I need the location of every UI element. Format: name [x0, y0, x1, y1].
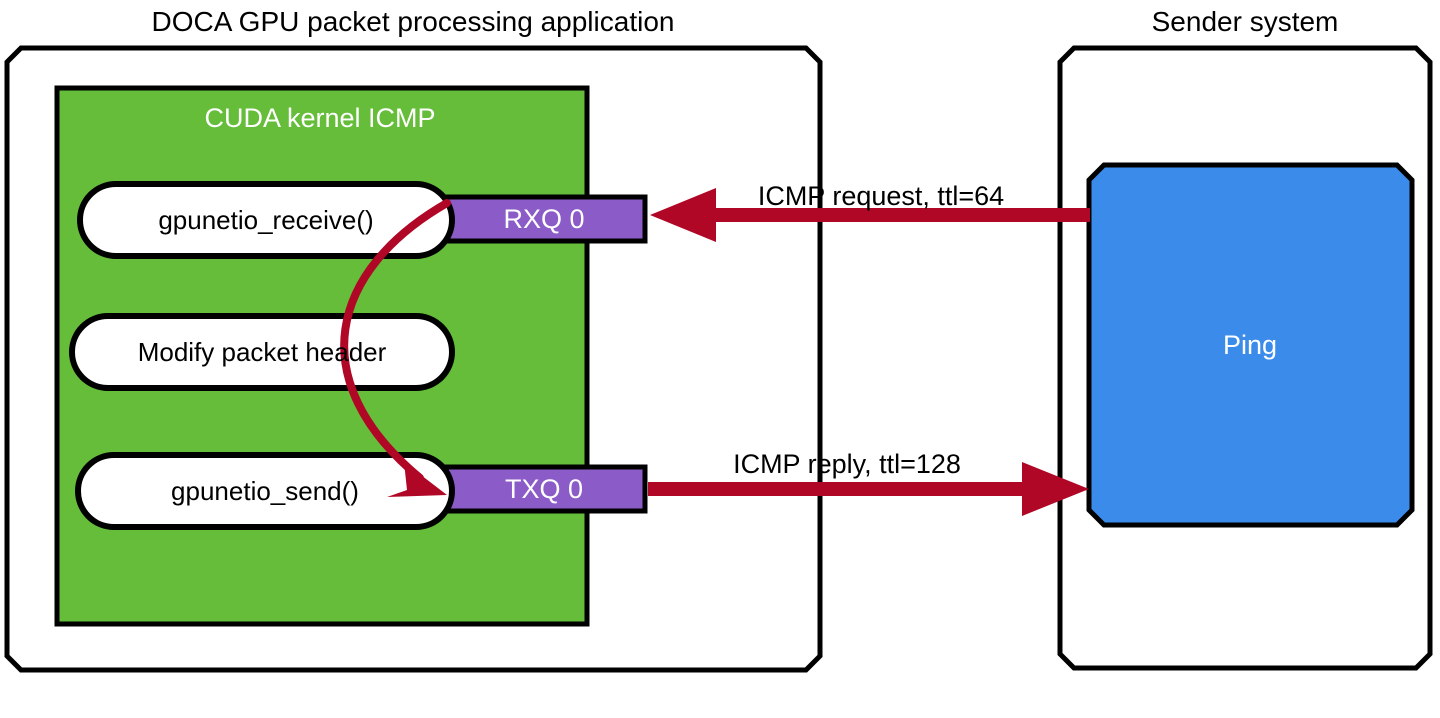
- gpunetio-send-label: gpunetio_send(): [171, 476, 359, 506]
- icmp-reply-label: ICMP reply, ttl=128: [733, 449, 961, 479]
- rxq-0-label: RXQ 0: [503, 204, 585, 234]
- icmp-reply-arrow: [648, 462, 1089, 516]
- ping-app-label: Ping: [1222, 330, 1278, 360]
- txq-0-block[interactable]: [440, 464, 648, 514]
- modify-packet-header-pill[interactable]: [69, 313, 455, 391]
- gpunetio-receive-pill[interactable]: [77, 181, 455, 259]
- modify-packet-header-label: Modify packet header: [137, 337, 387, 367]
- icmp-request-label: ICMP request, ttl=64: [757, 181, 1005, 211]
- icmp-request-arrow: [650, 188, 1090, 242]
- rxq-0-block[interactable]: [440, 194, 648, 244]
- txq-0-label: TXQ 0: [504, 474, 584, 504]
- internal-flow-arrow: [340, 199, 451, 497]
- sender-system-title: Sender system: [1151, 6, 1339, 37]
- gpunetio-send-pill[interactable]: [75, 452, 455, 530]
- cuda-kernel-panel-title: CUDA kernel ICMP: [204, 103, 436, 133]
- doca-system-title: DOCA GPU packet processing application: [151, 6, 675, 37]
- ping-app-box: [1086, 162, 1415, 528]
- gpunetio-receive-label: gpunetio_receive(): [158, 205, 374, 235]
